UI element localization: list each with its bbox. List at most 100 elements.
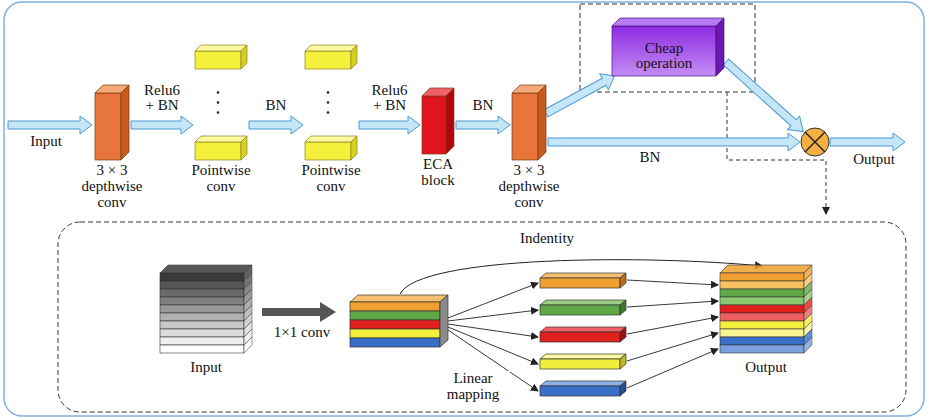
front-face: [422, 96, 446, 154]
linear-mapping-slabs: [540, 273, 626, 396]
block-arrow: [542, 68, 619, 121]
stack-layer: [720, 297, 804, 305]
slab-top: [305, 45, 357, 51]
dot: [217, 91, 220, 94]
node-label: Cheap operation: [612, 41, 716, 73]
block-node: Pointwise conv: [305, 45, 357, 160]
stack-layer: [720, 321, 804, 329]
input-feature-stack: [160, 265, 252, 357]
edge-label: BN: [471, 98, 496, 114]
multiply-symbol: [801, 128, 829, 156]
input-arrow: [8, 116, 92, 134]
bn-shortcut-arrow: [548, 133, 800, 151]
block-arrow: [359, 116, 420, 134]
annotation-label: BN: [628, 150, 672, 166]
output-arrow: [830, 133, 905, 151]
block-arrow: [131, 116, 193, 134]
node-label: Input: [171, 360, 241, 376]
block-arrow: [456, 116, 510, 134]
stack-layer: [720, 345, 804, 353]
dot: [217, 111, 220, 114]
node-label: 3 × 3 depthwise conv: [492, 163, 566, 210]
top-face: [612, 18, 724, 26]
stack-layer: [160, 281, 244, 289]
side-face: [716, 18, 724, 76]
slab-side: [351, 45, 357, 69]
slab-side: [351, 136, 357, 160]
stack-layer: [160, 345, 244, 353]
block-node: Input: [160, 265, 252, 357]
slab-top: [305, 136, 357, 142]
stack-layer: [720, 337, 804, 345]
node-label: Pointwise conv: [184, 163, 258, 195]
stack-layer: [720, 313, 804, 321]
block-shape: [95, 85, 129, 160]
front-face: [612, 26, 716, 76]
annotation-label: Linear mapping: [436, 371, 510, 403]
block-arrow: [249, 116, 303, 134]
side-face: [446, 88, 454, 154]
slab-front: [195, 142, 241, 160]
stack-layer: [160, 313, 244, 321]
stack-layer: [160, 305, 244, 313]
identity-arrow: [400, 260, 762, 294]
node-label: Pointwise conv: [294, 163, 368, 195]
slab-side: [241, 45, 247, 69]
block-node: Cheap operation: [612, 18, 724, 76]
block-node: Pointwise conv: [195, 45, 247, 160]
output-feature-stack: [720, 265, 812, 357]
block-node: 3 × 3 depthwise conv: [95, 85, 129, 160]
stack-top: [160, 265, 252, 273]
dot: [217, 101, 220, 104]
detail-dashed-frame: [58, 222, 906, 412]
cheap-to-multiply-arrow: [720, 55, 809, 138]
conv-arrow: [262, 302, 336, 322]
node-label: Output: [731, 360, 801, 376]
stack-layer: [720, 273, 804, 281]
front-face: [95, 93, 121, 160]
stack-layer: [160, 273, 244, 281]
dot: [327, 111, 330, 114]
stack-side: [244, 337, 252, 353]
edge-label: Relu6 + BN: [138, 83, 186, 115]
stack-layer: [720, 305, 804, 313]
dot: [327, 91, 330, 94]
stack-layer: [720, 281, 804, 289]
block-node: ECA block: [422, 88, 454, 154]
side-face: [538, 85, 546, 160]
stack-layer: [720, 329, 804, 337]
annotation-label: Indentity: [505, 231, 589, 247]
slab-front: [195, 51, 241, 69]
side-face: [121, 85, 129, 160]
stack-layer: [160, 289, 244, 297]
slab-front: [305, 51, 351, 69]
intrinsic-feature-stack: [350, 295, 448, 347]
stack-layer: [720, 289, 804, 297]
stack-layer: [160, 321, 244, 329]
edge-label: Relu6 + BN: [366, 83, 414, 115]
slab-top: [195, 136, 247, 142]
slab-top: [195, 45, 247, 51]
front-face: [512, 93, 538, 160]
slab-front: [305, 142, 351, 160]
annotation-label: Output: [842, 152, 906, 168]
dot: [327, 101, 330, 104]
pointwise-stack: [195, 45, 247, 160]
block-node: 3 × 3 depthwise conv: [512, 85, 546, 160]
block-node: Output: [720, 265, 812, 357]
slab-side: [241, 136, 247, 160]
node-label: 3 × 3 depthwise conv: [75, 163, 149, 210]
block-shape: [512, 85, 546, 160]
pointwise-stack: [305, 45, 357, 160]
annotation-label: 1×1 conv: [262, 325, 342, 341]
stack-layer: [160, 297, 244, 305]
stack-layer: [160, 337, 244, 345]
stack-top: [720, 265, 812, 273]
outer-frame: [4, 2, 924, 416]
stack-side: [804, 337, 812, 353]
stack-layer: [160, 329, 244, 337]
annotation-label: Input: [14, 134, 78, 150]
